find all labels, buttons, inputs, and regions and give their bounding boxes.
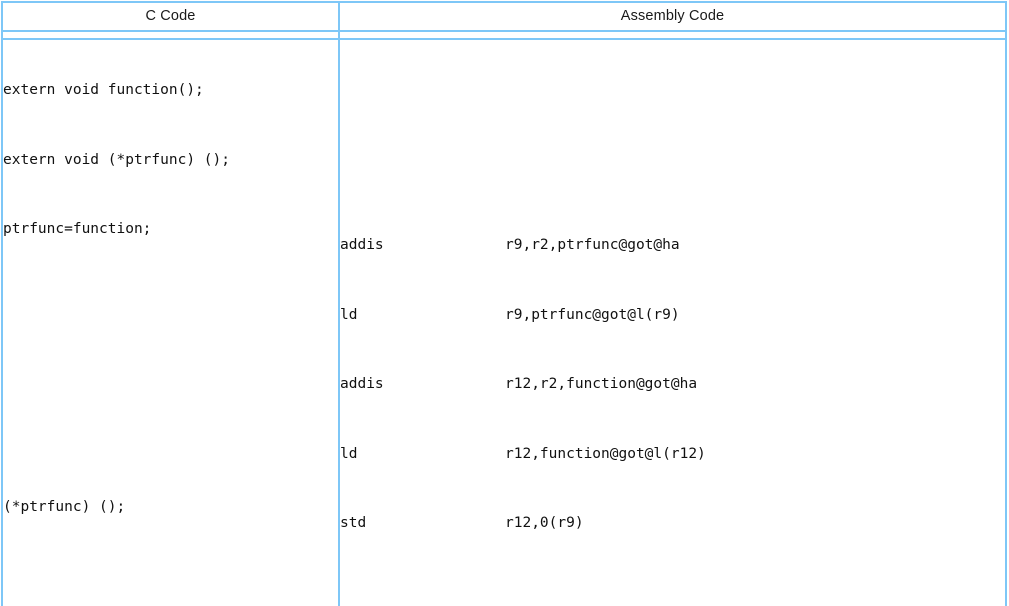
table-row: extern void function(); extern void (*pt… bbox=[1, 40, 1007, 606]
table-body: extern void function(); extern void (*pt… bbox=[1, 40, 1007, 606]
table-header: C Code Assembly Code bbox=[1, 1, 1007, 40]
assembly-operands: r12,r2,function@got@ha bbox=[505, 376, 698, 392]
assembly-line: ld r12,function@got@l(r12) bbox=[340, 436, 1005, 474]
assembly-mnemonic: addis bbox=[340, 376, 384, 392]
cell-assembly-code-1: addis r9,r2,ptrfunc@got@ha ld r9,ptrfunc… bbox=[338, 40, 1007, 606]
assembly-mnemonic: addis bbox=[340, 237, 384, 253]
cell-c-code-1: extern void function(); extern void (*pt… bbox=[1, 40, 338, 606]
assembly-operands: r12,function@got@l(r12) bbox=[505, 445, 706, 462]
c-code-line: extern void (*ptrfunc) (); bbox=[3, 151, 230, 168]
assembly-operands: r12,0(r9) bbox=[505, 515, 584, 531]
c-code-line-blank bbox=[3, 281, 338, 319]
c-code-block-1: extern void function(); extern void (*pt… bbox=[3, 40, 338, 559]
assembly-code-block-1: addis r9,r2,ptrfunc@got@ha ld r9,ptrfunc… bbox=[340, 40, 1005, 606]
table-header-row: C Code Assembly Code bbox=[1, 1, 1007, 32]
assembly-mnemonic: ld bbox=[340, 445, 358, 462]
column-header-assembly-code: Assembly Code bbox=[338, 1, 1007, 32]
assembly-operands: r9,ptrfunc@got@l(r9) bbox=[505, 306, 680, 323]
header-double-rule-separator bbox=[1, 32, 1007, 40]
column-header-c-code: C Code bbox=[1, 1, 338, 32]
assembly-line: addis r12,r2,function@got@ha bbox=[340, 366, 1005, 404]
assembly-line: ld r9,ptrfunc@got@l(r9) bbox=[340, 297, 1005, 335]
c-code-line: ptrfunc=function; bbox=[3, 221, 152, 237]
header-separator-right bbox=[338, 32, 1007, 40]
c-code-line: extern void function(); bbox=[3, 82, 204, 98]
c-code-line-blank bbox=[3, 350, 338, 388]
assembly-line: std r12,0(r9) bbox=[340, 505, 1005, 543]
assembly-line-blank bbox=[340, 575, 1005, 606]
assembly-operands: r9,r2,ptrfunc@got@ha bbox=[505, 237, 680, 253]
assembly-line: addis r9,r2,ptrfunc@got@ha bbox=[340, 227, 1005, 265]
assembly-line-blank bbox=[340, 88, 1005, 126]
header-separator-left bbox=[1, 32, 338, 40]
c-code-line-blank bbox=[3, 420, 338, 458]
c-code-line: (*ptrfunc) (); bbox=[3, 499, 126, 515]
assembly-mnemonic: std bbox=[340, 515, 367, 531]
assembly-line-blank bbox=[340, 158, 1005, 196]
assembly-mnemonic: ld bbox=[340, 306, 358, 323]
